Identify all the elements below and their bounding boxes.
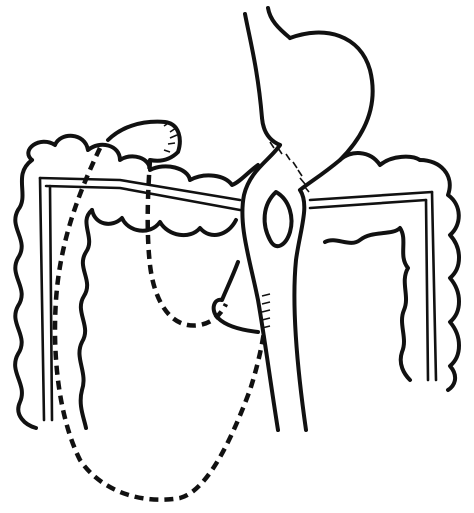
anastomosis-loop [265, 192, 292, 246]
ascending-colon [15, 160, 36, 428]
ascending-colon-inner [79, 210, 92, 428]
descending-colon-walls [426, 192, 436, 380]
transverse-colon-lower-left [92, 210, 236, 235]
ascending-colon-walls [40, 178, 52, 420]
esophagus [245, 8, 290, 118]
stomach [290, 33, 373, 190]
descending-colon-top [340, 153, 420, 165]
dashed-path-left [55, 148, 264, 500]
descending-colon-inner [325, 228, 410, 380]
stomach-lesser-curve [262, 118, 280, 145]
